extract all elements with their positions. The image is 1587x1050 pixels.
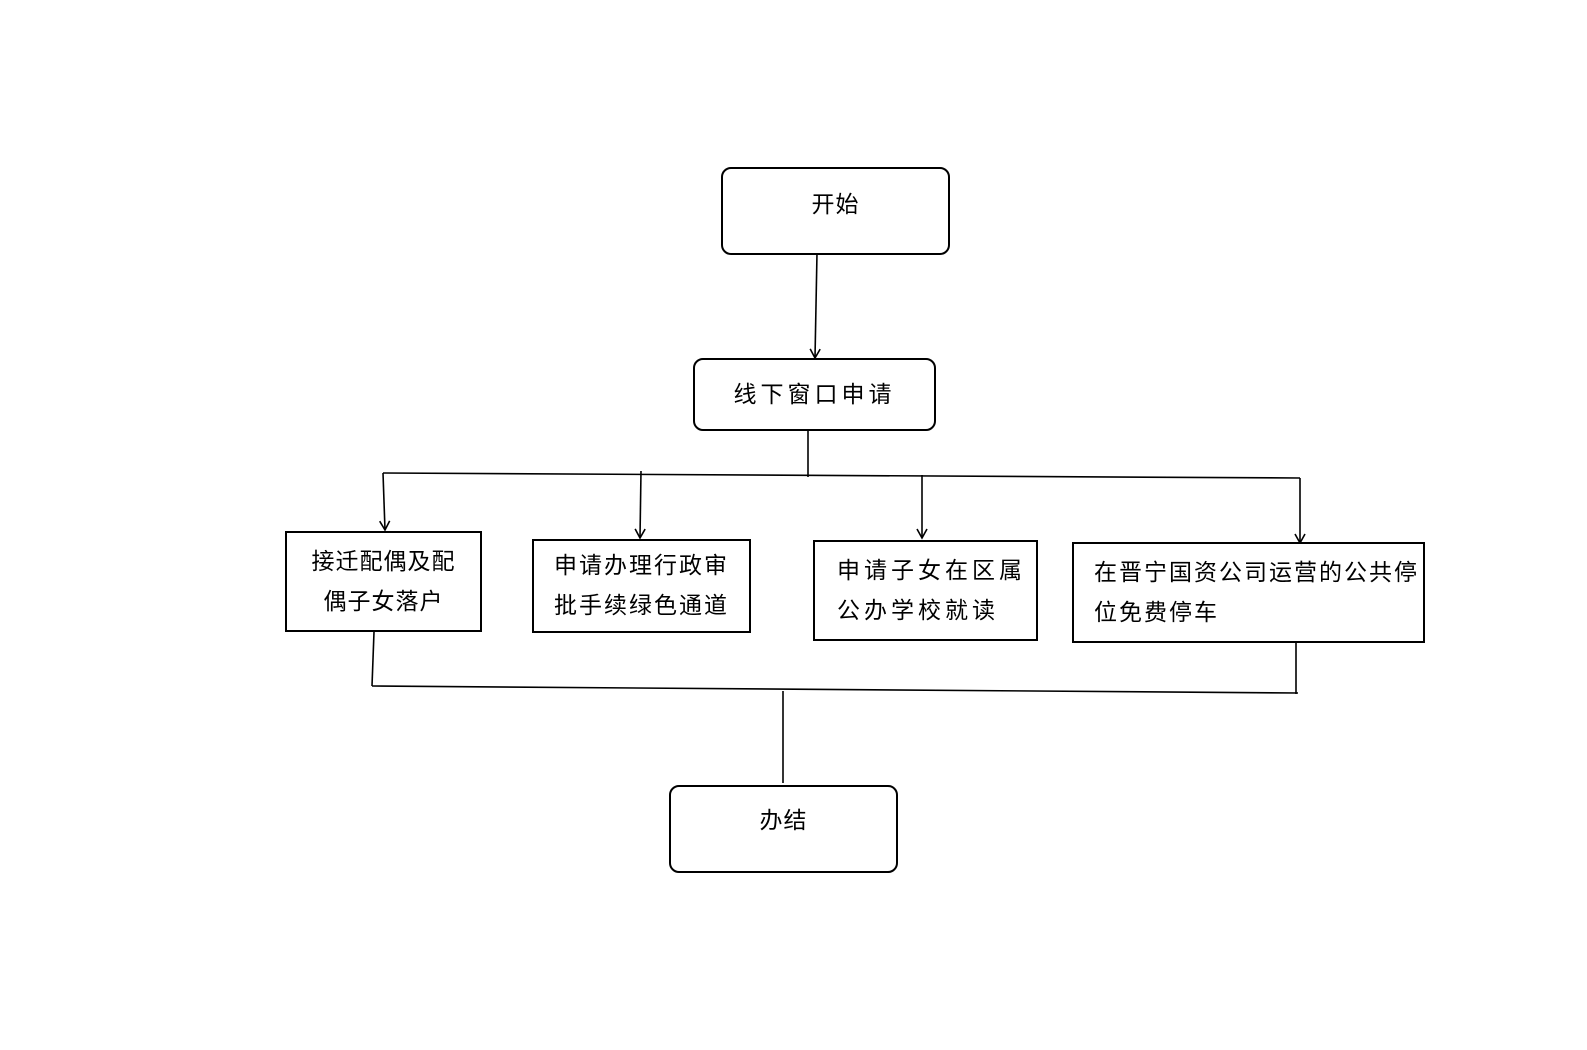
service-box-2: 申请办理行政审 批手续绿色通道: [532, 539, 751, 633]
end-label: 办结: [759, 808, 808, 834]
service-box-1: 接迁配偶及配 偶子女落户: [285, 531, 482, 632]
service-1-line-1: 接迁配偶及配: [311, 548, 456, 575]
connector-service-1-to-merge: [371, 631, 375, 687]
end-node: 办结: [669, 785, 898, 873]
arrow-to-service-2: [634, 470, 646, 540]
service-3-line-2: 公办学校就读: [837, 597, 999, 624]
merge-bus-line: [371, 685, 1299, 694]
arrow-start-to-apply: [809, 252, 821, 360]
arrow-to-service-1: [379, 472, 391, 532]
service-2-line-1: 申请办理行政审: [554, 553, 729, 579]
apply-label: 线下窗口申请: [733, 381, 896, 408]
start-node: 开始: [721, 167, 950, 255]
service-2-line-2: 批手续绿色通道: [554, 593, 729, 619]
start-label: 开始: [811, 192, 860, 218]
service-4-line-1: 在晋宁国资公司运营的公共停: [1094, 559, 1419, 586]
service-box-3: 申请子女在区属 公办学校就读: [813, 540, 1038, 641]
service-4-line-2: 位免费停车: [1094, 599, 1219, 626]
service-1-line-2: 偶子女落户: [323, 588, 444, 615]
service-box-4: 在晋宁国资公司运营的公共停 位免费停车: [1072, 542, 1425, 643]
service-3-line-1: 申请子女在区属: [837, 557, 1026, 584]
apply-node: 线下窗口申请: [693, 358, 936, 431]
branch-bus-line: [382, 472, 1301, 479]
